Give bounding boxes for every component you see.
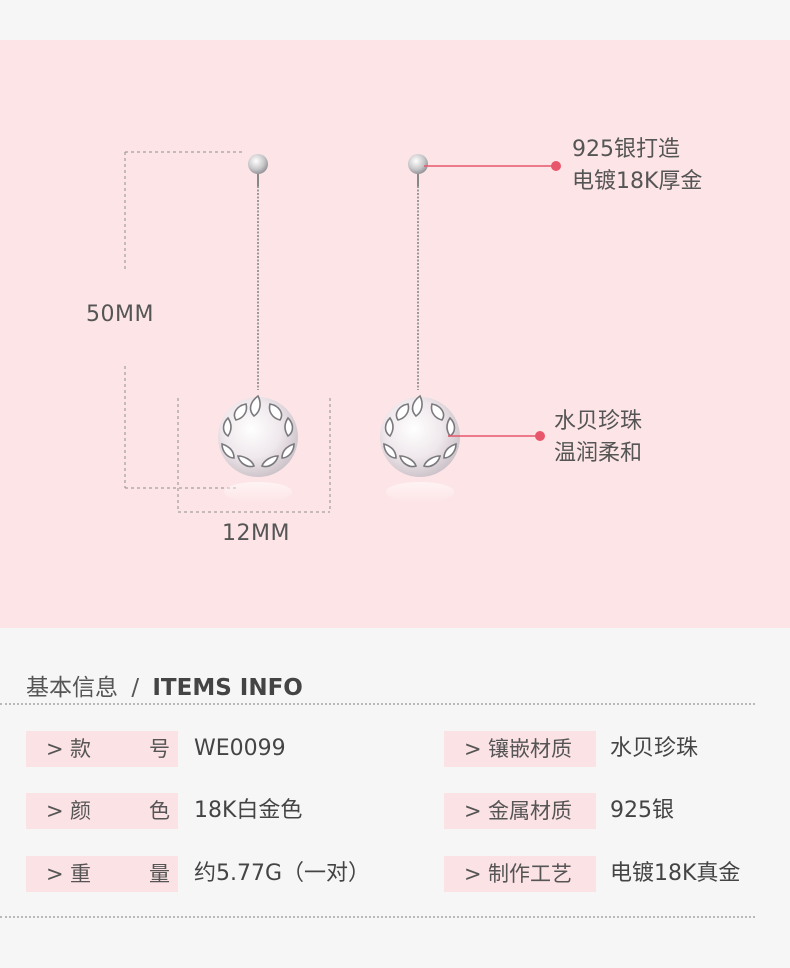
height-dimension-label: 50MM [86, 302, 154, 327]
bottom-dotted-divider [0, 916, 755, 918]
section-title-cn: 基本信息 [26, 675, 118, 701]
section-title-separator: / [131, 675, 140, 701]
arrow-icon: > [464, 737, 482, 761]
arrow-icon: > [464, 799, 482, 823]
arrow-icon: > [46, 799, 64, 823]
material-callout-leader [424, 161, 561, 171]
spec-value-weight: 约5.77G（一对） [194, 861, 371, 886]
material-callout-line2: 电镀18K厚金 [572, 169, 703, 194]
section-title: 基本信息 / ITEMS INFO [26, 668, 303, 702]
spec-value-model: WE0099 [194, 736, 286, 761]
spec-label-color: > 颜 色 [26, 793, 178, 829]
spec-label-metal: > 金属材质 [444, 793, 596, 829]
earrings-illustration [124, 151, 561, 513]
width-dimension-bracket [177, 398, 331, 513]
spec-label-inlay: > 镶嵌材质 [444, 731, 596, 767]
spec-label-weight: > 重 量 [26, 856, 178, 892]
spec-value-color: 18K白金色 [194, 798, 303, 823]
top-dotted-divider [0, 703, 755, 705]
spec-value-metal: 925银 [610, 798, 674, 823]
section-title-en: ITEMS INFO [152, 675, 303, 701]
pearl-callout: 水贝珍珠 温润柔和 [554, 406, 642, 470]
right-earring [380, 154, 460, 502]
pearl-callout-line2: 温润柔和 [554, 441, 643, 466]
width-dimension-label: 12MM [222, 521, 290, 546]
spec-value-craft: 电镀18K真金 [610, 861, 741, 886]
left-earring [218, 154, 298, 502]
pearl-callout-line1: 水贝珍珠 [554, 409, 643, 434]
height-dimension-bracket [124, 151, 242, 489]
material-callout-line1: 925银打造 [572, 137, 680, 162]
material-callout: 925银打造 电镀18K厚金 [572, 134, 702, 198]
spec-label-craft: > 制作工艺 [444, 856, 596, 892]
arrow-icon: > [46, 862, 64, 886]
product-hero: 50MM 12MM 925银打造 电镀18K厚金 水贝珍珠 温润柔和 [0, 40, 790, 628]
pearl-callout-leader [448, 431, 545, 441]
top-strip [0, 0, 790, 40]
items-info-section: 基本信息 / ITEMS INFO > 款 号 WE0099 > 颜 色 18K… [0, 628, 790, 968]
arrow-icon: > [46, 737, 64, 761]
spec-label-model: > 款 号 [26, 731, 178, 767]
spec-value-inlay: 水贝珍珠 [610, 736, 699, 761]
arrow-icon: > [464, 862, 482, 886]
